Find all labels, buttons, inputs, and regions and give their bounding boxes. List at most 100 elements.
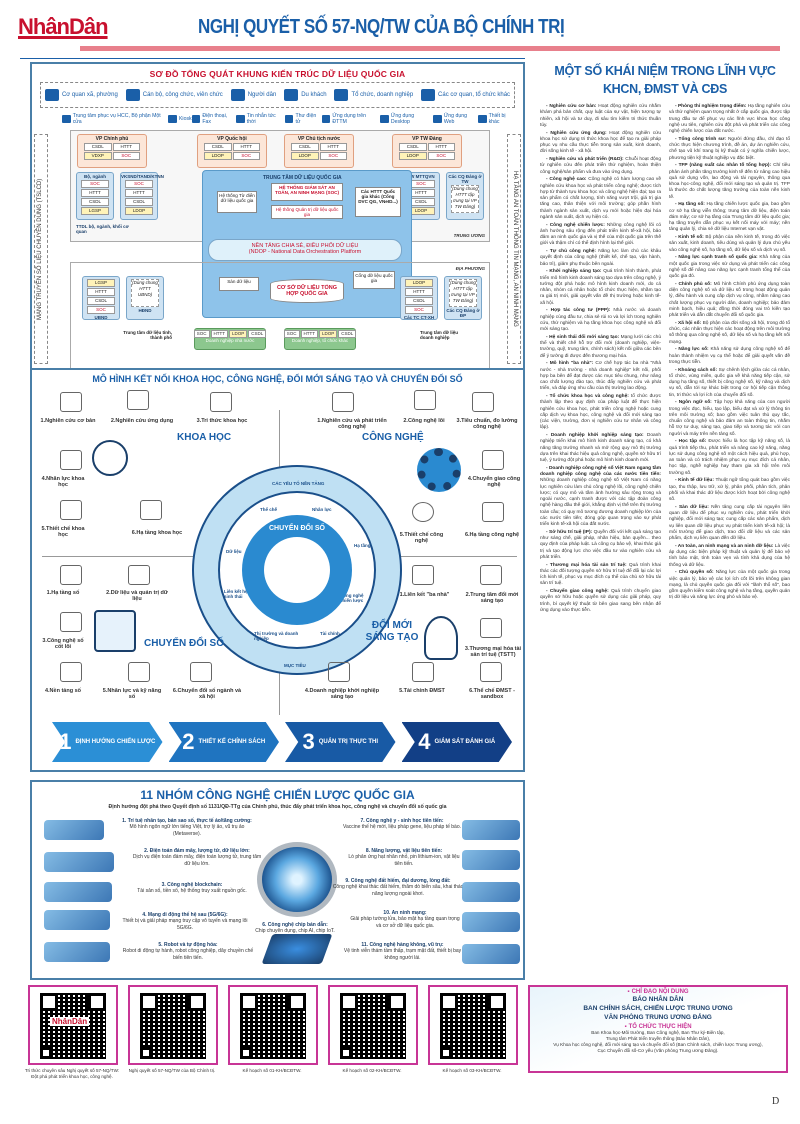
concept-term: - An toàn, an ninh mạng và an ninh dữ li… [675,543,775,549]
concept-definition: Quá trình hình thành, phát triển mô hình… [540,269,661,306]
standards-icon [472,392,494,412]
organization-icon [421,89,436,101]
qr-card[interactable] [328,985,418,1065]
concept-definition: Hoạt động nghiên cứu khoa học sử dụng tr… [540,130,661,155]
concept-entry: - Sở hữu trí tuệ (IP): Quyền đối với kết… [540,530,661,561]
concept-entry: - Tổng công trình sư: Người đứng đầu, ch… [669,137,790,162]
wheel-segment: Hạ tầng [354,543,371,548]
user-group: Tổ chức, doanh nghiệp [334,89,413,101]
wheel-segments: Thể chế Nhân lực Hạ tầng Công nghệ chiến… [218,491,376,649]
user-group: Cơ quan xã, phường [44,89,118,101]
wheel-core: CHUYỂN ĐỔI SỐ [242,515,352,625]
blockchain-illustration [44,882,112,902]
concept-term: - Công nghệ cao: [546,177,589,183]
concept-definition: Những doanh nghiệp công nghệ số Việt Nam… [540,478,661,527]
5g-illustration [44,910,110,930]
data-governance-icon [128,565,150,585]
concept-definition: Mô hình Chính phủ ứng dụng toàn diện côn… [669,281,790,318]
concept-definition: Thuật ngữ tổng quát bao gồm việc tạo, th… [669,478,790,502]
rd-tech-icon [332,392,354,412]
enterprise-datacenter: Trung tâm dữ liệu doanh nghiệp [420,330,459,340]
divider [42,556,202,557]
concept-entry: - Hạ tầng số: Hạ tầng chiến lược quốc gi… [669,202,790,233]
tech-item: 1.Nghiên cứu và phát triển công nghệ [317,418,387,430]
qr-card[interactable] [128,985,218,1065]
innovation-item: 4.Doanh nghiệp khởi nghiệp sáng tạo [304,688,380,700]
concept-term: - Chuyển giao công nghệ: [546,589,611,594]
user-group: Người dân [230,89,276,101]
science-item: 3.Tri thức khoa học [196,418,248,424]
tech-group: 9. Công nghệ đất hiếm, đại dương, lòng đ… [332,878,464,897]
energy-illustration [462,850,520,870]
science-label: KHOA HỌC [177,432,232,443]
qr-caption: Kế hoạch số 01-KH/BCĐTW. [242,1068,302,1073]
concept-entry: - An toàn, an ninh mạng và an ninh dữ li… [669,544,790,569]
concept-entry: - Doanh nghiệp công nghệ số Việt Nam nga… [540,466,661,529]
channel: Ứng dụng Web [433,113,478,125]
header-rule [80,46,780,51]
concept-entry: - Chính phủ số: Mô hình Chính phủ ứng dụ… [669,282,790,320]
concept-term: - Nghiên cứu ứng dụng: [546,130,610,136]
concept-entry: - TFP (năng suất các nhân tố tổng hợp): … [669,163,790,201]
concept-term: - Năng lực cạnh tranh số quốc gia: [675,255,760,261]
chip-illustration [261,934,333,964]
basic-research-icon [60,392,82,412]
data-dictionary: Hệ thống Từ điển dữ liệu quốc gia [217,191,257,213]
user-group: Cán bộ, công chức, viên chức [125,89,223,101]
ministry-datacenter: TTDL bộ, ngành, khối cơ quan [76,224,129,234]
concept-term: - Chính phủ số: [675,281,714,287]
concept-entry: - Hệ sinh thái đổi mới sáng tạo: Mạng lư… [540,335,661,360]
concept-term: - Năng lực số: [675,347,711,353]
data-governance: Hệ thống Quản trị dữ liệu quốc gia [271,205,343,219]
nhandan-logo[interactable]: NhânDân [18,14,109,39]
cybersecurity-illustration [462,912,520,932]
concept-entry: - Kinh tế số: Bộ phận của nền kinh tế, t… [669,235,790,254]
concept-entry: - Xã hội số: Bộ phận của đời sống xã hội… [669,321,790,346]
concept-entry: - Thương mại hóa tài sản trí tuệ: Quá tr… [540,563,661,588]
concept-entry: - Nghiên cứu ứng dụng: Hoạt động nghiên … [540,131,661,156]
tech-group: 11. Công nghệ hàng không, vũ trụ:Vệ tinh… [343,942,462,961]
groups-title: 11 NHÓM CÔNG NGHỆ CHIẾN LƯỢC QUỐC GIA [140,788,415,802]
divider [279,410,280,490]
digital-transformation-wheel: CÁC YẾU TỐ NỀN TẢNG Thể chế Nhân lực Hạ … [192,465,402,675]
qr-code[interactable] [140,993,206,1059]
core-tech-icon [414,390,436,410]
human-resources-icon [60,450,82,470]
channel: Ứng dụng trên ĐTTM [321,113,381,125]
rare-earth-illustration [462,882,520,902]
qr-card[interactable] [228,985,318,1065]
divider [392,556,517,557]
local-party-unit: (Dùng chung HTTT tập trung tại VP TW Đản… [444,276,482,320]
qr-caption: Kế hoạch số 02-KH/BCĐTW. [342,1068,402,1073]
concept-term: - Nghiên cứu và phát triển (R&D): [546,157,626,162]
digital-item: 2.Dữ liệu và quản trị dữ liệu [106,590,168,602]
channel: Điện thoại, Fax [191,113,236,125]
concept-definition: Hoạt động nghiên cứu nhằm khám phá bản c… [540,104,661,128]
globe-icon [412,502,434,522]
execution-line: Ban Khoa học-Môi trường, Ban Công nghệ, … [591,1030,725,1035]
qr-card[interactable]: NhânDân [28,985,118,1065]
divider [279,655,280,715]
left-network-label: MẠNG TRUYỀN SỐ LIỆU CHUYÊN DÙNG (TSLCD) [34,134,48,364]
qr-card[interactable] [428,985,518,1065]
qr-code[interactable] [440,993,506,1059]
wheel-segment: Tài chính [320,631,340,636]
innovation-item: 5.Tài chính ĐMST [399,688,445,694]
qr-code[interactable] [40,993,106,1059]
desktop-icon [380,115,389,123]
concept-term: - Chủ quyền số: [675,570,716,576]
qr-code[interactable] [240,993,306,1059]
wheel-segment: Liên kết hệ sinh thái [224,589,248,599]
tech-group: 6. Công nghệ chip bán dẫn:Chip chuyên dụ… [255,922,335,935]
tech-item: 2.Công nghệ lõi [403,418,445,424]
strategic-tech-groups: 11 NHÓM CÔNG NGHỆ CHIẾN LƯỢC QUỐC GIA Đị… [30,780,525,980]
wheel-segment: Thị trường và doanh nghiệp [254,631,299,641]
qr-code[interactable] [340,993,406,1059]
digital-item: 1.Hạ tầng số [46,590,80,596]
tech-group: 1. Trí tuệ nhân tạo, bản sao số, thực tế… [122,818,252,837]
